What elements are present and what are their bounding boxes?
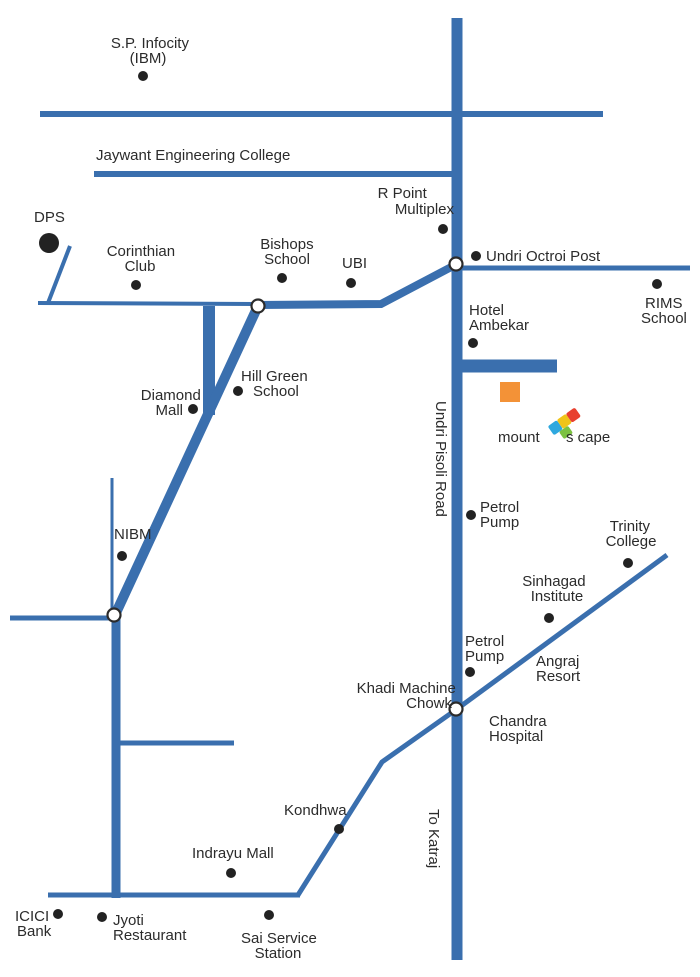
r-point-label: R Point Multiplex [378, 185, 455, 218]
road-trinity [455, 552, 669, 712]
hotel-ambekar-marker [468, 338, 478, 348]
road-kondhwa [295, 706, 459, 897]
undri-octroi-marker [471, 251, 481, 261]
petrol-pump-1-label: Petrol Pump [480, 499, 523, 531]
road-dps-link [46, 245, 72, 304]
angraj-label: Angraj Resort [536, 653, 584, 685]
road-nibm-diagonal [110, 303, 263, 618]
petrol-pump-1-marker [466, 510, 476, 520]
chandra-hospital-label: Chandra Hospital [489, 713, 551, 745]
indrayu-marker [226, 868, 236, 878]
sai-service-marker [264, 910, 274, 920]
jyoti-marker [97, 912, 107, 922]
project-location-marker [500, 382, 520, 402]
mountscape-logo-icon [548, 408, 581, 439]
rims-marker [652, 279, 662, 289]
hill-green-label: Hill Green School [241, 368, 312, 400]
r-point-marker [438, 224, 448, 234]
junction-khadi-machine-chowk [448, 701, 464, 717]
khadi-machine-label: Khadi Machine Chowk [357, 680, 460, 712]
trinity-label: Trinity College [606, 518, 657, 550]
icici-label: ICICI Bank [15, 908, 53, 940]
sinhagad-label: Sinhagad Institute [522, 573, 590, 605]
undri-pisoli-road-label: Undri Pisoli Road [432, 401, 449, 517]
dps-label: DPS [34, 209, 65, 226]
ubi-label: UBI [342, 255, 367, 272]
kondhwa-label: Kondhwa [284, 802, 347, 819]
corinthian-marker [131, 280, 141, 290]
dps-marker [39, 233, 59, 253]
junction-undri-octroi [448, 256, 464, 272]
undri-octroi-label: Undri Octroi Post [486, 248, 601, 265]
hotel-ambekar-label: Hotel Ambekar [469, 302, 529, 334]
nibm-marker [117, 551, 127, 561]
diamond-mall-label: Diamond Mall [141, 387, 205, 419]
diamond-mall-marker [188, 404, 198, 414]
petrol-pump-2-marker [465, 667, 475, 677]
indrayu-label: Indrayu Mall [192, 845, 274, 862]
icici-marker [53, 909, 63, 919]
jaywant-college-label: Jaywant Engineering College [96, 147, 290, 164]
to-katraj-label: To Katraj [425, 809, 442, 868]
logo-text-right: s cape [566, 429, 610, 446]
ubi-marker [346, 278, 356, 288]
corinthian-label: Corinthian Club [107, 243, 180, 275]
rims-label: RIMS School [641, 295, 687, 327]
junction-bishops [250, 298, 266, 314]
logo-text-left: mount [498, 429, 541, 446]
trinity-marker [623, 558, 633, 568]
sinhagad-marker [544, 613, 554, 623]
landmark-labels: S.P. Infocity (IBM) Jaywant Engineering … [15, 35, 687, 962]
junction-nibm [106, 607, 122, 623]
hill-green-marker [233, 386, 243, 396]
road-corinthian [37, 301, 259, 306]
bishops-label: Bishops School [260, 236, 318, 268]
sp-infocity-label: S.P. Infocity (IBM) [111, 35, 193, 67]
sai-service-label: Sai Service Station [241, 930, 321, 962]
jyoti-label: Jyoti Restaurant [113, 912, 187, 944]
sp-infocity-marker [138, 71, 148, 81]
junctions [106, 256, 464, 717]
road-ubi [257, 260, 459, 309]
nibm-label: NIBM [114, 526, 152, 543]
landmark-dots [39, 71, 662, 922]
kondhwa-marker [334, 824, 344, 834]
petrol-pump-2-label: Petrol Pump [465, 633, 508, 665]
bishops-marker [277, 273, 287, 283]
road-network [10, 18, 690, 960]
